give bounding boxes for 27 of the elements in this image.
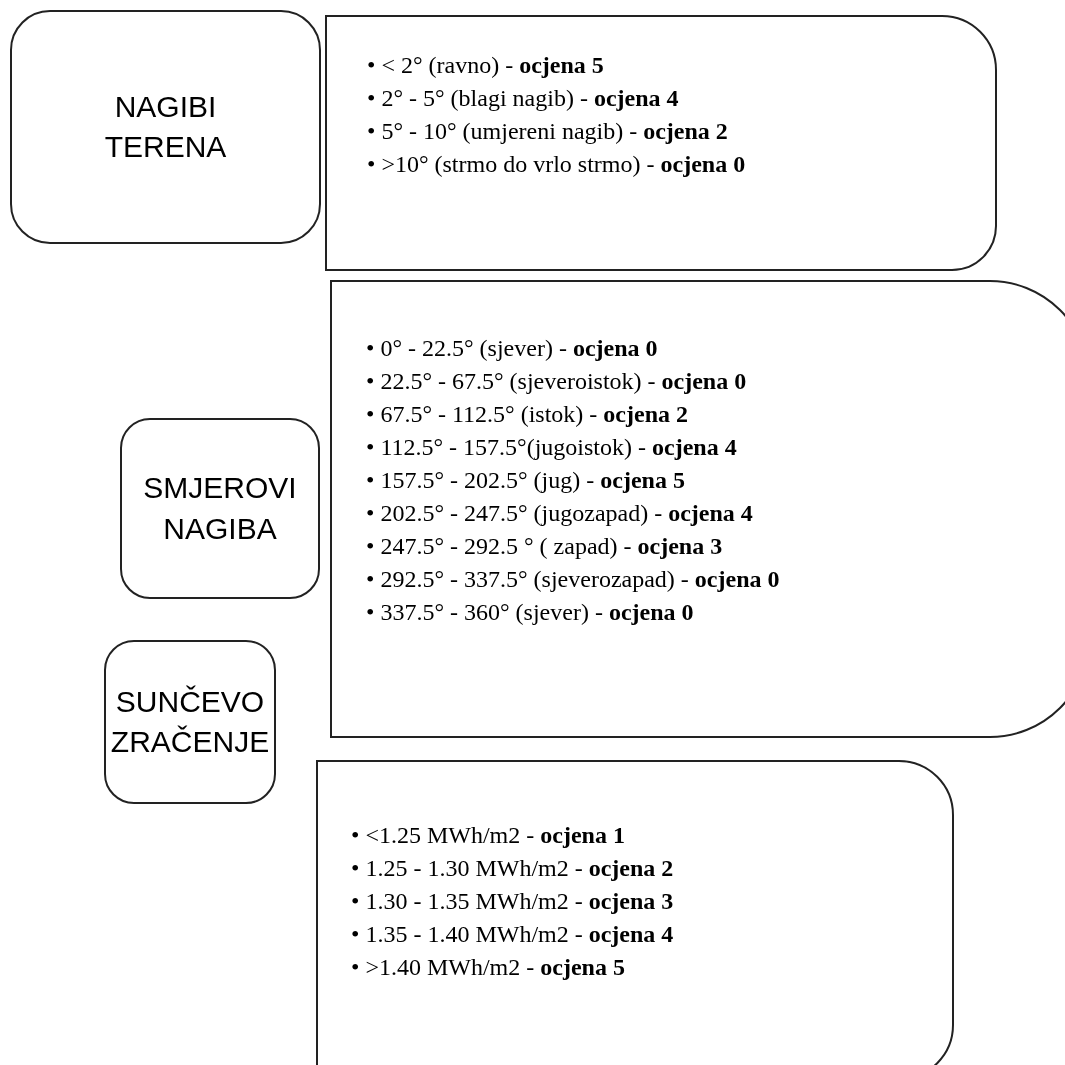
criteria-item: • 2° - 5° (blagi nagib) - ocjena 4 bbox=[367, 84, 680, 113]
category-title: NAGIBI TERENA bbox=[103, 88, 228, 165]
category-box bbox=[104, 640, 276, 804]
criteria-item: • 1.30 - 1.35 MWh/m2 - ocjena 3 bbox=[351, 887, 675, 916]
criteria-box bbox=[325, 15, 997, 271]
criteria-item: • 157.5° - 202.5° (jug) - ocjena 5 bbox=[366, 466, 686, 495]
criteria-item: • 5° - 10° (umjereni nagib) - ocjena 2 bbox=[367, 117, 729, 146]
category-box bbox=[120, 418, 320, 599]
criteria-item: • <1.25 MWh/m2 - ocjena 1 bbox=[351, 821, 626, 850]
criteria-item: • 67.5° - 112.5° (istok) - ocjena 2 bbox=[366, 400, 689, 429]
criteria-item: • 247.5° - 292.5 ° ( zapad) - ocjena 3 bbox=[366, 532, 724, 561]
criteria-item: • 22.5° - 67.5° (sjeveroistok) - ocjena 0 bbox=[366, 367, 748, 396]
criteria-item: • 202.5° - 247.5° (jugozapad) - ocjena 4 bbox=[366, 499, 754, 528]
criteria-item: • >10° (strmo do vrlo strmo) - ocjena 0 bbox=[367, 150, 747, 179]
criteria-item: • >1.40 MWh/m2 - ocjena 5 bbox=[351, 953, 626, 982]
category-title: SUNČEVO ZRAČENJE bbox=[110, 683, 270, 760]
criteria-box bbox=[316, 760, 954, 1065]
criteria-item: • 292.5° - 337.5° (sjeverozapad) - ocjena 0 bbox=[366, 565, 781, 594]
criteria-item: • 112.5° - 157.5°(jugoistok) - ocjena 4 bbox=[366, 433, 738, 462]
category-title: SMJEROVI NAGIBA bbox=[142, 470, 298, 547]
category-box bbox=[10, 10, 321, 244]
criteria-item: • 1.25 - 1.30 MWh/m2 - ocjena 2 bbox=[351, 854, 675, 883]
criteria-box bbox=[330, 280, 1065, 738]
criteria-item: • < 2° (ravno) - ocjena 5 bbox=[367, 51, 605, 80]
criteria-item: • 337.5° - 360° (sjever) - ocjena 0 bbox=[366, 598, 695, 627]
criteria-item: • 0° - 22.5° (sjever) - ocjena 0 bbox=[366, 334, 659, 363]
criteria-item: • 1.35 - 1.40 MWh/m2 - ocjena 4 bbox=[351, 920, 675, 949]
